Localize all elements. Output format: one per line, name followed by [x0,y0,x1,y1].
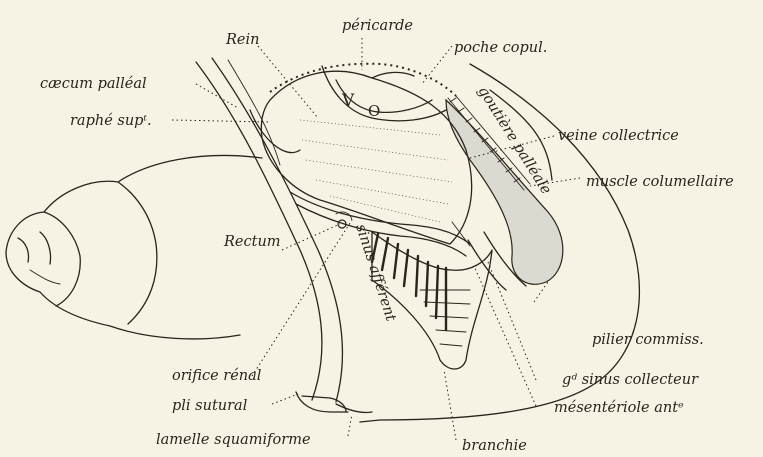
label-lamelle-squamiforme: lamelle squamiforme [156,432,311,448]
label-rectum: Rectum [223,234,281,250]
label-muscle-columellaire: muscle columellaire [586,174,734,190]
pericardium [270,64,456,121]
auricle-letter: O [368,102,380,120]
label-pericarde: péricarde [342,18,413,34]
ventricle-letter: V [341,91,355,111]
label-veine-collectrice: veine collectrice [558,128,679,144]
label-pilier-commiss: pilier commiss. [592,332,704,348]
label-orifice-renal: orifice rénal [172,368,262,384]
label-mesenteriole-ant: mésentériole antᵉ [554,400,684,416]
raphe-ducts [196,58,342,402]
label-caecum-palleal: cæcum palléal [40,76,147,92]
pli-sutural [296,392,372,413]
label-sinus-afferent: sinus afférent [352,222,398,323]
kidney [261,71,471,244]
label-raphe-sup: raphé supᵗ. [70,113,152,129]
label-poche-copul: poche copul. [454,40,547,56]
label-branchie: branchie [462,438,527,454]
label-gd-sinus-collecteur: gᵈ sinus collecteur [562,372,699,388]
label-pli-sutural: pli sutural [172,398,248,414]
label-rein: Rein [225,32,259,48]
